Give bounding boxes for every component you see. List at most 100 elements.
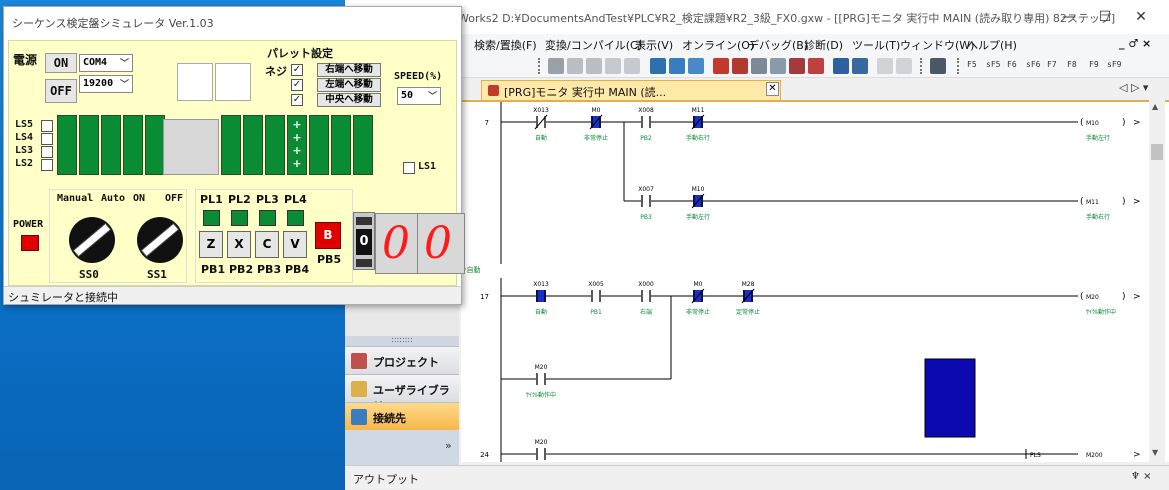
ls2-checkbox[interactable]: [41, 159, 53, 171]
power-off-button[interactable]: OFF: [45, 79, 77, 103]
move-center-button[interactable]: 中央へ移動: [317, 93, 381, 107]
pb1-button[interactable]: Z: [199, 231, 223, 258]
write-plc-icon[interactable]: [650, 58, 666, 74]
pl4-label: PL4: [284, 193, 307, 206]
read-plc-icon[interactable]: [669, 58, 685, 74]
contact-comment: 非常停止: [584, 134, 608, 142]
simulation-icon[interactable]: [789, 58, 805, 74]
device-test-icon[interactable]: [751, 58, 767, 74]
menu-search[interactable]: 検索/置換(F): [474, 39, 537, 52]
monitor-start-icon[interactable]: [713, 58, 729, 74]
step-number: 24: [480, 451, 489, 459]
replace-icon[interactable]: [896, 58, 912, 74]
speed-select[interactable]: 50﹀: [397, 87, 441, 105]
mdi-controls[interactable]: _ ♂ ×: [1119, 37, 1152, 50]
output-panel[interactable]: アウトプット ♆ ×: [345, 465, 1169, 490]
redo-icon[interactable]: [624, 58, 640, 74]
ss1-label: SS1: [147, 268, 167, 281]
menu-convert[interactable]: 変換/コンパイル(C): [545, 39, 642, 52]
belt-segment: [123, 115, 143, 175]
move-left-end-button[interactable]: 左端へ移動: [317, 78, 381, 92]
right-rail-mark: >: [1133, 450, 1141, 460]
vertical-scrollbar[interactable]: ▲ ▼: [1149, 100, 1165, 462]
menu-bar: 検索/置換(F) 変換/コンパイル(C) 表示(V) オンライン(O) デバッグ…: [345, 34, 1169, 54]
pb5-button[interactable]: B: [315, 222, 341, 249]
ss0-selector-switch[interactable]: [67, 215, 117, 265]
conveyor-belt: + + + +: [57, 115, 397, 177]
minimize-button[interactable]: —: [1062, 9, 1076, 25]
menu-online[interactable]: オンライン(O): [682, 39, 755, 52]
tab-scroll-arrows[interactable]: ◁ ▷ ▾: [1119, 81, 1149, 94]
fkey-sf6[interactable]: sF6: [1026, 60, 1041, 69]
screw-checkbox-3[interactable]: ✓: [291, 94, 303, 106]
pallet-settings-title: パレット設定: [267, 47, 333, 60]
nav-more-chevron-icon[interactable]: »: [445, 439, 452, 452]
find-icon[interactable]: [877, 58, 893, 74]
toggle-switch[interactable]: 0: [353, 212, 375, 270]
menu-help[interactable]: ヘルプ(H): [967, 39, 1017, 52]
copy-icon[interactable]: [567, 58, 583, 74]
maximize-button[interactable]: ☐: [1098, 9, 1112, 25]
com-port-select[interactable]: COM4﹀: [79, 54, 133, 72]
scroll-down-icon[interactable]: ▼: [1152, 448, 1159, 457]
toolbar-grip[interactable]: [538, 58, 541, 74]
fkey-f7[interactable]: F7: [1047, 60, 1057, 69]
coil-open: (: [1080, 118, 1084, 128]
ls1-checkbox[interactable]: [403, 162, 415, 174]
verify-plc-icon[interactable]: [688, 58, 704, 74]
menu-window[interactable]: ウィンドウ(W): [900, 39, 975, 52]
nav-splitter[interactable]: ::::::::: [345, 336, 459, 346]
ls4-checkbox[interactable]: [41, 133, 53, 145]
fkey-f6[interactable]: F6: [1007, 60, 1017, 69]
contact-device: X005: [588, 281, 604, 288]
ss0-label: SS0: [79, 268, 99, 281]
fkey-f9[interactable]: F9: [1089, 60, 1099, 69]
toolbar-grip[interactable]: [920, 58, 923, 74]
device-batch-icon[interactable]: [770, 58, 786, 74]
menu-diagnostics[interactable]: 診断(D): [804, 39, 844, 52]
ls5-checkbox[interactable]: [41, 120, 53, 132]
convert-icon[interactable]: [852, 58, 868, 74]
screw-checkbox-2[interactable]: ✓: [291, 79, 303, 91]
screw-checkbox-1[interactable]: ✓: [291, 64, 303, 76]
ss1-selector-switch[interactable]: [135, 215, 185, 265]
nav-project-button[interactable]: プロジェクト: [345, 346, 459, 374]
online-change-icon[interactable]: [833, 58, 849, 74]
ls1-label: LS1: [418, 161, 437, 172]
contact-fill: [641, 116, 651, 128]
monitor-stop-icon[interactable]: [732, 58, 748, 74]
cut-icon[interactable]: [548, 58, 564, 74]
ladder-mode-icon[interactable]: [930, 58, 946, 74]
baud-rate-select[interactable]: 19200﹀: [79, 75, 133, 93]
pb4-button[interactable]: V: [283, 231, 307, 258]
paste-icon[interactable]: [586, 58, 602, 74]
menu-debug[interactable]: デバッグ(B): [748, 39, 809, 52]
move-right-end-button[interactable]: 右端へ移動: [317, 63, 381, 77]
output-pin-icon[interactable]: ♆ ×: [1131, 471, 1152, 482]
ladder-diagram[interactable]: *自動7X013自動M0非常停止X008PB2M11手動右行(M10)手動左行>…: [461, 102, 1149, 462]
menu-tools[interactable]: ツール(T): [852, 39, 901, 52]
tab-monitor-main[interactable]: [PRG]モニタ 実行中 MAIN (読... ✕: [481, 80, 781, 100]
simulation-stop-icon[interactable]: [808, 58, 824, 74]
nav-connection-button[interactable]: 接続先: [345, 402, 459, 430]
toolbar-grip[interactable]: [957, 58, 960, 74]
close-button[interactable]: ✕: [1135, 9, 1147, 25]
fkey-sf9[interactable]: sF9: [1107, 60, 1122, 69]
menu-view[interactable]: 表示(V): [635, 39, 674, 52]
scroll-up-icon[interactable]: ▲: [1152, 102, 1159, 111]
fkey-f8[interactable]: F8: [1067, 60, 1077, 69]
pb3-button[interactable]: C: [255, 231, 279, 258]
contact-comment: 右端: [640, 308, 652, 316]
fkey-sf5[interactable]: sF5: [986, 60, 1001, 69]
pb2-button[interactable]: X: [227, 231, 251, 258]
scroll-thumb[interactable]: [1151, 144, 1163, 160]
tab-close-icon[interactable]: ✕: [766, 82, 779, 96]
undo-icon[interactable]: [605, 58, 621, 74]
power-on-button[interactable]: ON: [45, 53, 77, 73]
nav-user-library-button[interactable]: ユーザライブラリ: [345, 374, 459, 413]
coil-comment: 手動右行: [1086, 213, 1110, 221]
belt-segment: [145, 115, 165, 175]
ls3-checkbox[interactable]: [41, 146, 53, 158]
fkey-f5[interactable]: F5: [967, 60, 977, 69]
